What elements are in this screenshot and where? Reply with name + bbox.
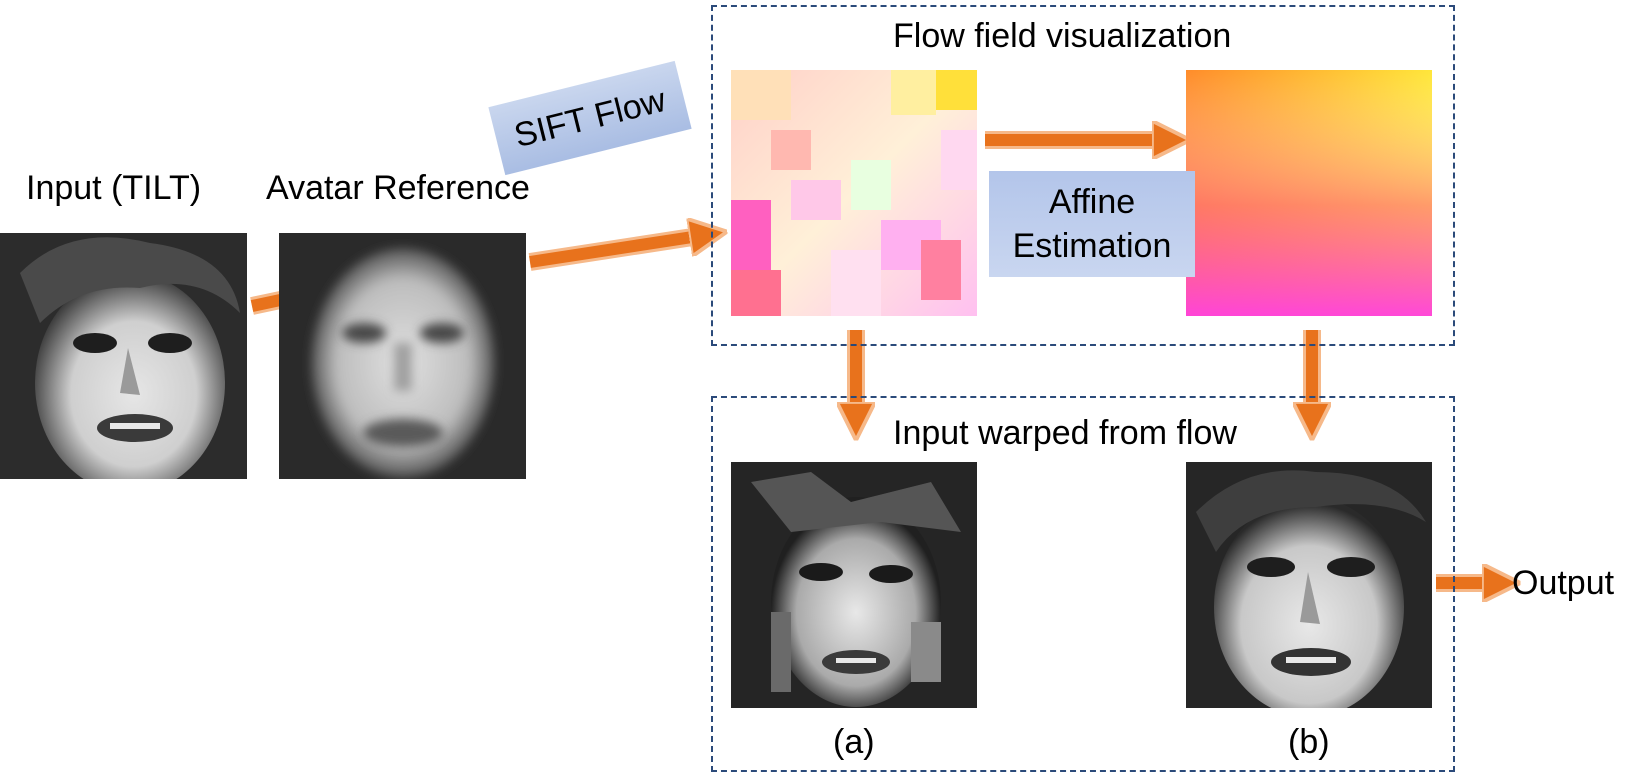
flow-field-title: Flow field visualization bbox=[893, 17, 1232, 55]
avatar-face-image bbox=[279, 233, 526, 479]
output-label: Output bbox=[1512, 564, 1615, 602]
input-face-image bbox=[0, 233, 247, 479]
caption-a: (a) bbox=[833, 723, 875, 761]
affine-flow-field-image bbox=[1186, 70, 1432, 316]
input-label: Input (TILT) bbox=[26, 169, 202, 207]
warped-box bbox=[711, 396, 1455, 772]
sift-flow-tag: SIFT Flow bbox=[488, 60, 692, 176]
warped-title: Input warped from flow bbox=[893, 414, 1237, 452]
avatar-label: Avatar Reference bbox=[266, 169, 530, 207]
affine-label-line1: Affine bbox=[1048, 182, 1136, 221]
sift-flow-field-image bbox=[731, 70, 977, 316]
sift-flow-label: SIFT Flow bbox=[510, 80, 670, 156]
arrow-sift-flow bbox=[528, 225, 714, 271]
warped-a-image bbox=[731, 462, 977, 708]
warped-b-image bbox=[1186, 462, 1432, 708]
affine-estimation-tag: Affine Estimation bbox=[989, 171, 1195, 277]
caption-b: (b) bbox=[1288, 723, 1330, 761]
flow-field-box bbox=[711, 5, 1455, 346]
affine-label-line2: Estimation bbox=[1012, 227, 1172, 265]
